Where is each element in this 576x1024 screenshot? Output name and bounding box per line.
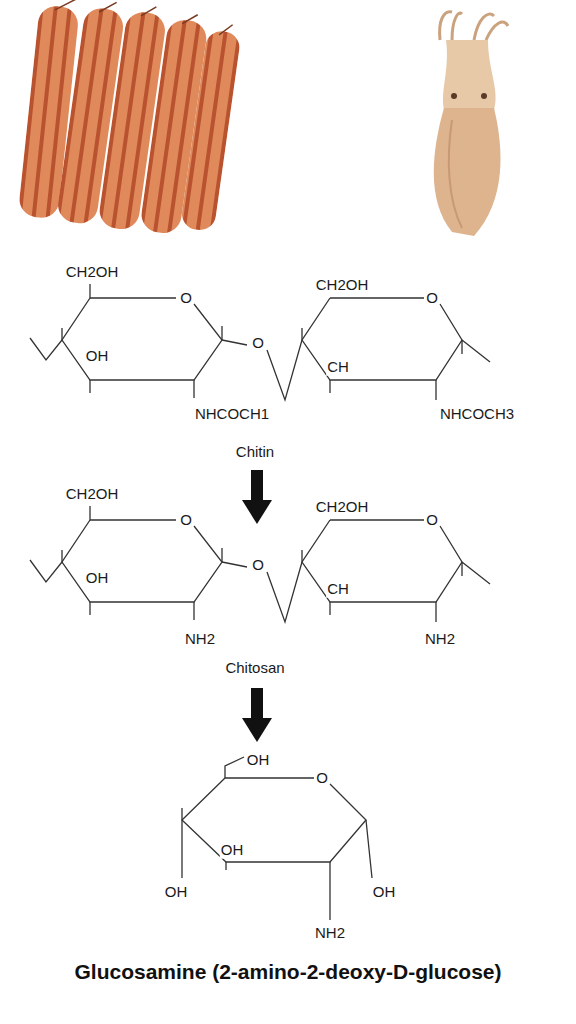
chem-label: O (251, 557, 265, 574)
chem-label: OH (246, 752, 271, 769)
chem-label: O (179, 512, 193, 529)
chitosan-structure (30, 506, 490, 622)
shrimp-photo (10, 0, 243, 243)
chem-label: CH (326, 581, 350, 598)
chem-label: NHCOCH1 (194, 406, 270, 423)
chem-label: NH2 (314, 925, 346, 942)
chem-label: O (179, 290, 193, 307)
chem-label: NH2 (184, 631, 216, 648)
chem-label: CH2OH (315, 277, 370, 294)
caption: Glucosamine (2-amino-2-deoxy-D-glucose) (73, 960, 502, 983)
chem-label: CH2OH (65, 264, 120, 281)
chitin-structure (30, 284, 490, 400)
chem-label: OH (220, 842, 245, 859)
chem-label: OH (85, 348, 110, 365)
chem-label: Chitosan (224, 660, 285, 677)
chem-label: O (251, 335, 265, 352)
chem-label: OH (85, 570, 110, 587)
chem-label: OH (372, 884, 397, 901)
chem-label: O (315, 770, 329, 787)
chem-label: Chitin (235, 444, 275, 461)
chem-label: O (425, 512, 439, 529)
glucosamine-structure (182, 757, 372, 920)
chem-label: CH2OH (315, 499, 370, 516)
chem-label: NH2 (424, 631, 456, 648)
chem-label: CH (326, 359, 350, 376)
chem-label: O (425, 290, 439, 307)
reaction-arrow (242, 470, 272, 742)
chem-label: OH (164, 884, 189, 901)
squid-photo (434, 12, 508, 236)
chem-label: NHCOCH3 (439, 406, 515, 423)
chem-label: CH2OH (65, 486, 120, 503)
